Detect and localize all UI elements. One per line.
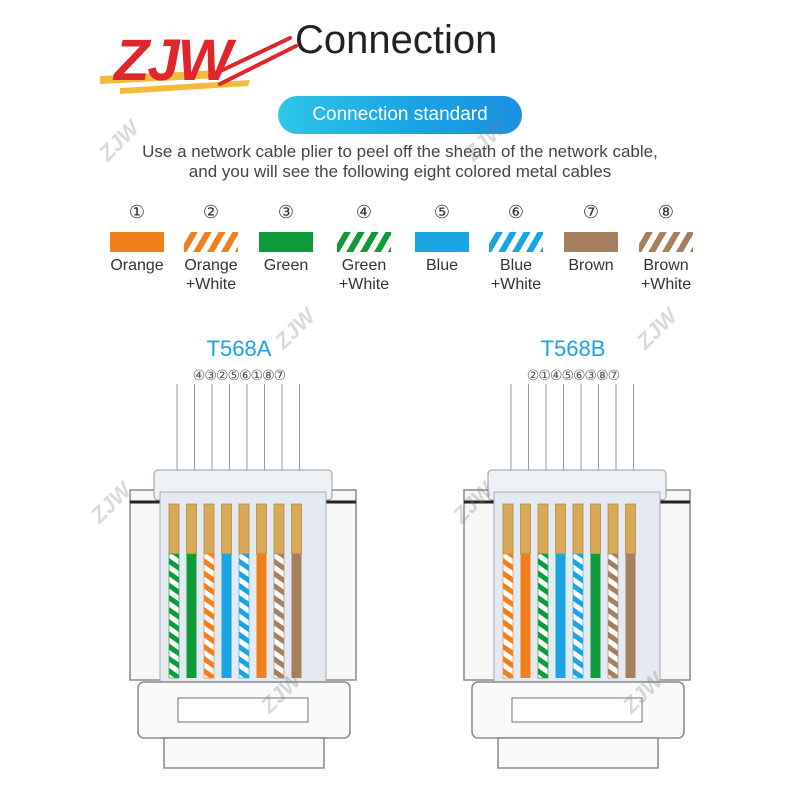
gold-pin-contact [590, 503, 601, 555]
gold-pin-contact [273, 503, 285, 555]
wire-3 [186, 554, 197, 678]
wire-number: ③ [277, 202, 295, 223]
wire-swatch-striped [184, 232, 238, 252]
wire-4 [168, 553, 180, 679]
legend-item-1: ① Orange [97, 200, 177, 275]
wire-number: ⑤ [433, 202, 451, 223]
description-line-1: Use a network cable plier to peel off th… [142, 142, 658, 161]
gold-pin-contact [625, 503, 636, 555]
wire-3 [590, 554, 601, 678]
cable-sleeve [497, 737, 659, 769]
wire-6 [572, 553, 584, 679]
t568b-connector [463, 384, 691, 769]
svg-text:ZJW: ZJW [112, 28, 237, 93]
plug-boot-window [177, 697, 309, 723]
wire-swatch-striped [489, 232, 543, 252]
description: Use a network cable plier to peel off th… [60, 142, 740, 182]
legend-item-7: ⑦ Brown [551, 200, 631, 275]
t568b-title: T568B [540, 336, 606, 361]
gold-pin-contact [537, 503, 549, 555]
wire-number: ④ [355, 202, 373, 223]
gold-pin-contact [203, 503, 215, 555]
wire-swatch-striped [639, 232, 693, 252]
t568b-pin-order: ②①④⑤⑥③⑧⑦ [526, 368, 620, 384]
gold-pin-contact [221, 503, 232, 555]
wire-name: Brown [568, 257, 614, 274]
plug-boot-window [511, 697, 643, 723]
wire-2 [203, 553, 215, 679]
connection-standard-badge: Connection standard [278, 96, 522, 134]
wire-7 [291, 554, 302, 678]
legend-item-4: ④ Green +White [324, 200, 404, 294]
legend-item-8: ⑧ Brown +White [626, 200, 706, 294]
description-line-2: and you will see the following eight col… [188, 162, 612, 181]
wire-swatch [110, 232, 164, 252]
zjw-logo: ZJW [100, 28, 298, 94]
wire-number: ⑦ [582, 202, 600, 223]
gold-pin-contact [607, 503, 619, 555]
wire-2 [502, 553, 514, 679]
wire-number: ⑥ [507, 202, 525, 223]
wire-number: ② [202, 202, 220, 223]
t568a-pin-order: ④③②⑤⑥①⑧⑦ [192, 368, 286, 384]
wire-name: Blue [499, 257, 533, 274]
wire-name: Orange [184, 257, 238, 274]
gold-pin-contact [520, 503, 531, 555]
gold-pin-contact [555, 503, 566, 555]
wire-name-suffix: +White [338, 276, 390, 293]
wire-swatch [564, 232, 618, 252]
wire-5 [221, 554, 232, 678]
wire-name: Orange [110, 257, 164, 274]
gold-pin-contact [168, 503, 180, 555]
page-title: Connection [295, 18, 498, 62]
wire-name-suffix: +White [640, 276, 692, 293]
t568a-connector [129, 384, 357, 769]
wire-1 [256, 554, 267, 678]
wire-number: ① [128, 202, 146, 223]
cable-sleeve [163, 737, 325, 769]
wire-name-suffix: +White [490, 276, 542, 293]
gold-pin-contact [238, 503, 250, 555]
gold-pin-contact [256, 503, 267, 555]
wire-color-legend: ① Orange ② Orange +White ③ Green ④ Green… [0, 200, 800, 310]
legend-item-5: ⑤ Blue [402, 200, 482, 275]
gold-pin-contact [502, 503, 514, 555]
gold-pin-contact [186, 503, 197, 555]
wire-name: Green [341, 257, 387, 274]
t568a-title: T568A [206, 336, 272, 361]
wire-4 [537, 553, 549, 679]
legend-item-6: ⑥ Blue +White [476, 200, 556, 294]
wire-8 [607, 553, 619, 679]
wire-7 [625, 554, 636, 678]
gold-pin-contact [572, 503, 584, 555]
wire-name: Blue [425, 257, 459, 274]
wire-8 [273, 553, 285, 679]
legend-item-3: ③ Green [246, 200, 326, 275]
wire-swatch-striped [337, 232, 391, 252]
wire-swatch [415, 232, 469, 252]
legend-item-2: ② Orange +White [171, 200, 251, 294]
wire-name: Green [263, 257, 309, 274]
gold-pin-contact [291, 503, 302, 555]
wire-6 [238, 553, 250, 679]
wire-1 [520, 554, 531, 678]
wire-name: Brown [643, 257, 689, 274]
wire-swatch [259, 232, 313, 252]
wire-name-suffix: +White [185, 276, 237, 293]
wire-5 [555, 554, 566, 678]
wire-number: ⑧ [657, 202, 675, 223]
